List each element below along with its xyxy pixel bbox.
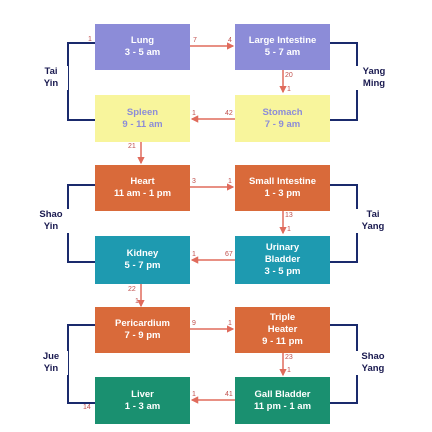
organ-stomach: Stomach 7 - 9 am [235, 95, 330, 142]
point-number: 9 [192, 320, 196, 327]
organ-pericardium-name: Pericardium [115, 318, 170, 329]
point-number: 1 [88, 36, 92, 43]
organ-triple-heater-name: Triple Heater [267, 312, 298, 335]
organ-lung-time: 3 - 5 am [124, 47, 161, 58]
point-number: 1 [287, 226, 291, 233]
label-yang-ming-text: Yang Ming [362, 66, 386, 89]
label-shao-yin-text: Shao Yin [39, 209, 63, 232]
label-jue-yin: Jue Yin [34, 351, 68, 375]
organ-large-intestine-name: Large Intestine [248, 35, 317, 46]
point-number: 20 [285, 72, 293, 79]
organ-heart-time: 11 am - 1 pm [113, 188, 172, 199]
organ-small-intestine: Small Intestine 1 - 3 pm [235, 165, 330, 211]
organ-large-intestine: Large Intestine 5 - 7 am [235, 24, 330, 70]
label-jue-yin-text: Jue Yin [42, 351, 60, 374]
shao-yin-bracket [67, 184, 95, 263]
yang-ming-bracket [330, 42, 358, 121]
organ-urinary-bladder: Urinary Bladder 3 - 5 pm [235, 236, 330, 284]
organ-large-intestine-time: 5 - 7 am [264, 47, 301, 58]
point-number: 1 [287, 86, 291, 93]
point-number: 7 [193, 37, 197, 44]
organ-triple-heater: Triple Heater 9 - 11 pm [235, 307, 330, 353]
label-tai-yin: Tai Yin [34, 66, 68, 90]
label-shao-yin: Shao Yin [32, 209, 70, 233]
organ-urinary-bladder-name: Urinary Bladder [264, 242, 301, 265]
organ-lung-name: Lung [130, 35, 155, 46]
shao-yang-bracket [330, 324, 358, 404]
organ-spleen: Spleen 9 - 11 am [95, 95, 190, 142]
label-tai-yang-text: Tai Yang [361, 209, 385, 232]
label-tai-yang: Tai Yang [354, 209, 392, 233]
point-number: 22 [128, 286, 136, 293]
point-number: 3 [192, 178, 196, 185]
organ-liver: Liver 1 - 3 am [95, 377, 190, 424]
organ-gall-bladder-time: 11 pm - 1 am [253, 400, 312, 412]
organ-stomach-time: 7 - 9 am [264, 118, 301, 130]
point-number: 23 [285, 354, 293, 361]
organ-urinary-bladder-time: 3 - 5 pm [264, 266, 301, 277]
point-number: 1 [192, 251, 196, 258]
organ-small-intestine-name: Small Intestine [248, 176, 317, 187]
organ-liver-time: 1 - 3 am [124, 400, 161, 412]
point-number: 1 [135, 298, 139, 305]
label-shao-yang: Shao Yang [354, 351, 392, 375]
label-tai-yin-text: Tai Yin [43, 66, 59, 89]
point-number: 1 [228, 178, 232, 185]
point-number: 41 [225, 391, 233, 398]
point-number: 21 [128, 143, 136, 150]
tai-yin-bracket [67, 42, 95, 121]
organ-heart: Heart 11 am - 1 pm [95, 165, 190, 211]
organ-kidney: Kidney 5 - 7 pm [95, 236, 190, 284]
label-yang-ming: Yang Ming [354, 66, 394, 90]
organ-triple-heater-time: 9 - 11 pm [262, 336, 303, 347]
point-number: 67 [225, 251, 233, 258]
organ-stomach-name: Stomach [262, 106, 303, 118]
organ-spleen-time: 9 - 11 am [122, 118, 163, 130]
tai-yang-bracket [330, 184, 358, 263]
organ-pericardium-time: 7 - 9 pm [124, 330, 161, 341]
point-number: 1 [228, 320, 232, 327]
organ-lung: Lung 3 - 5 am [95, 24, 190, 70]
organ-small-intestine-time: 1 - 3 pm [264, 188, 301, 199]
point-number: 42 [225, 110, 233, 117]
point-number: 1 [192, 391, 196, 398]
point-number: 1 [287, 367, 291, 374]
organ-spleen-name: Spleen [126, 106, 159, 118]
point-number: 4 [228, 37, 232, 44]
jue-yin-bracket [67, 324, 95, 404]
organ-gall-bladder-name: Gall Bladder [254, 388, 311, 400]
point-number: 13 [285, 212, 293, 219]
point-number: 1 [192, 110, 196, 117]
organ-heart-name: Heart [130, 176, 155, 187]
organ-gall-bladder: Gall Bladder 11 pm - 1 am [235, 377, 330, 424]
point-number: 14 [83, 404, 91, 411]
organ-pericardium: Pericardium 7 - 9 pm [95, 307, 190, 353]
organ-kidney-name: Kidney [126, 248, 159, 259]
label-shao-yang-text: Shao Yang [361, 351, 385, 374]
organ-liver-name: Liver [131, 388, 154, 400]
organ-kidney-time: 5 - 7 pm [124, 260, 161, 271]
